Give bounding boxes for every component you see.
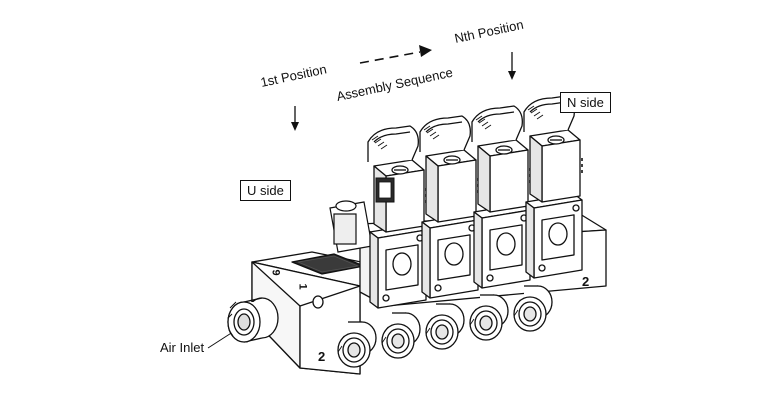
valve-1 [367,125,427,309]
air-inlet-fitting [227,297,279,343]
u-side-label: U side [240,180,291,201]
air-inlet-label: Air Inlet [160,340,205,355]
side-bracket [329,200,373,253]
outlet-group [337,285,553,368]
outlet-fitting-5 [513,285,553,332]
n-side-label: N side [560,92,611,113]
port-mark-right-end: 2 [582,274,590,289]
outlet-fitting-3 [425,303,465,350]
port-mark-base-top: 1 [296,283,309,290]
first-position-arrow [291,106,299,131]
port-mark-base-front: 2 [318,349,326,364]
valve-4 [523,95,583,279]
port-mark-base-left: 9 [269,269,282,276]
outlet-fitting-2 [381,312,421,359]
valve-3 [471,105,531,289]
nth-position-arrow [508,52,516,80]
assembly-sequence-arrow [359,45,432,64]
valve-2 [419,115,479,299]
outlet-fitting-4 [469,294,509,341]
valve-group [367,95,583,309]
outlet-fitting-1 [337,321,377,368]
